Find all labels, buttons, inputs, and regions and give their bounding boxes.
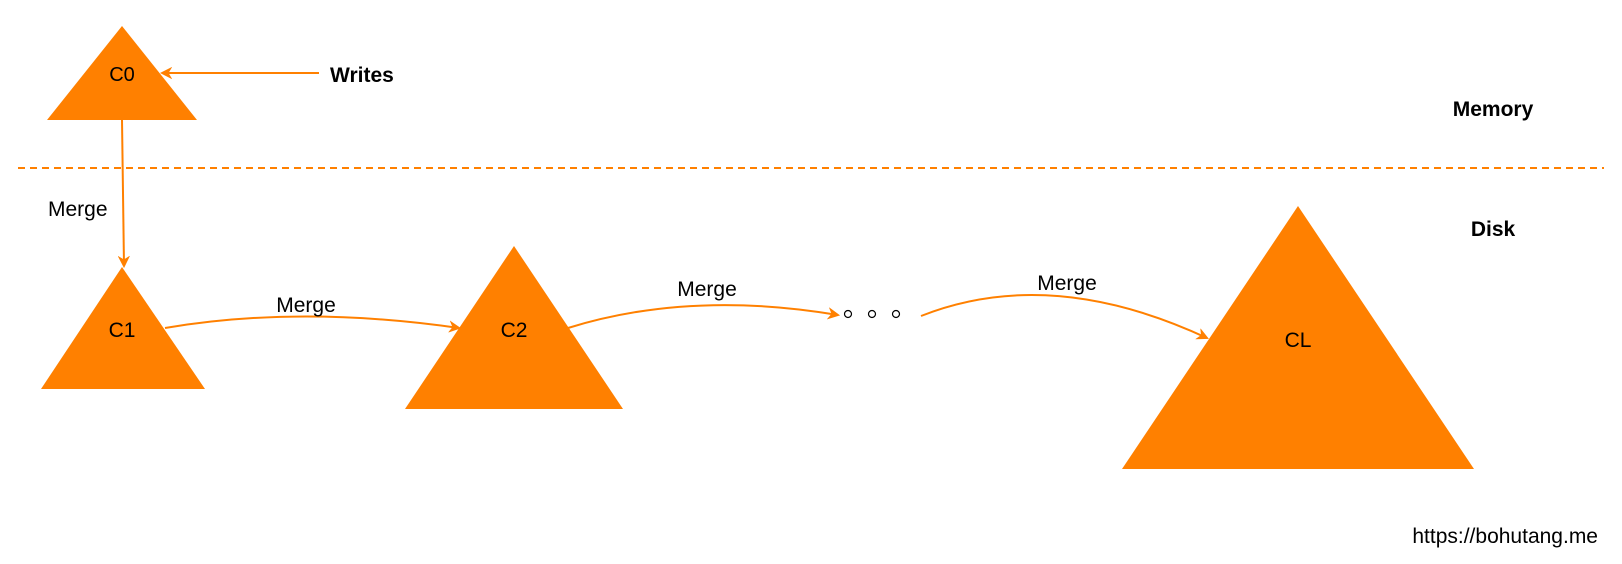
c1-triangle [41, 267, 205, 389]
component-cl: CL [1122, 206, 1474, 469]
component-c0: C0 [47, 26, 197, 120]
memory-region-label: Memory [1453, 98, 1534, 121]
c1-label: C1 [109, 319, 136, 342]
merge-label-ellipsis-cl: Merge [1037, 272, 1097, 295]
merge-arrow-ellipsis-cl [920, 294, 1207, 338]
c2-triangle [405, 246, 623, 409]
merge-label-c1-c2: Merge [276, 294, 336, 317]
merge-label-c0-c1: Merge [48, 198, 108, 221]
merge-label-c2-ellipsis: Merge [677, 278, 737, 301]
component-c2: C2 [405, 246, 623, 409]
c0-label: C0 [109, 64, 135, 86]
cl-label: CL [1285, 329, 1312, 352]
watermark-url: https://bohutang.me [1412, 525, 1598, 548]
ellipsis-dot-2 [867, 309, 877, 319]
merge-arrow-c1-c2 [164, 315, 459, 329]
merge-arrow-c0-c1 [122, 119, 124, 266]
ellipsis-dot-1 [843, 309, 853, 319]
writes-label: Writes [330, 64, 394, 87]
component-c1: C1 [41, 267, 205, 389]
c2-label: C2 [501, 319, 528, 342]
c0-triangle [47, 26, 197, 120]
cl-triangle [1122, 206, 1474, 469]
disk-region-label: Disk [1471, 218, 1516, 241]
ellipsis-dot-3 [891, 309, 901, 319]
ellipsis-dots-icon [843, 309, 901, 319]
merge-arrow-c2-ellipsis [567, 304, 838, 329]
